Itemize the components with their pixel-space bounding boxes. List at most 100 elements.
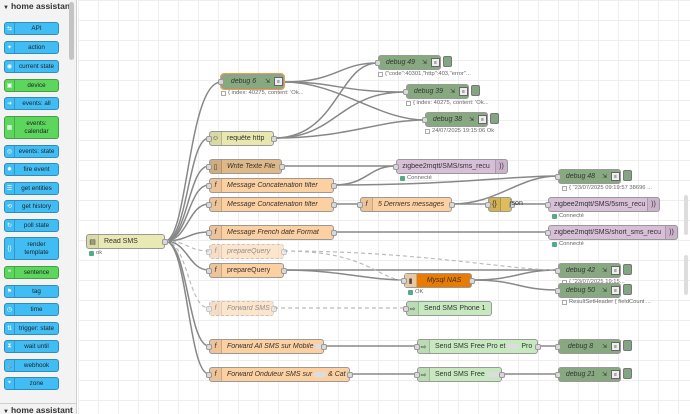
debug-38-node[interactable]: debug 38 ⇲ ≡	[422, 112, 488, 127]
debug-21-node[interactable]: debug 21 ⇲ ≡	[555, 367, 621, 382]
debug-toggle-button[interactable]	[623, 170, 632, 181]
palette-scrollbar[interactable]	[69, 2, 74, 60]
output-port[interactable]	[321, 343, 327, 350]
output-port[interactable]	[281, 248, 287, 255]
http-request-node[interactable]: ☺ requête http	[206, 131, 277, 146]
input-port[interactable]	[485, 201, 491, 208]
message-concat-filter-node[interactable]: f Message Concatenation filter	[206, 178, 337, 193]
debug-8-node[interactable]: debug 8 ⇲ ≡	[555, 339, 621, 354]
input-port[interactable]	[206, 267, 212, 274]
prepare-query-disabled-node[interactable]: f prepareQuery	[206, 244, 287, 259]
debug-50-node[interactable]: debug 50 ⇲ ≡	[555, 283, 621, 298]
palette-node-api[interactable]: ⇆API	[4, 22, 59, 35]
input-port[interactable]	[375, 59, 381, 66]
palette-node-get-history[interactable]: ⟲get history	[4, 200, 59, 213]
write-file-node[interactable]: ▯ Write Texte File	[206, 159, 285, 174]
input-port[interactable]	[206, 248, 212, 255]
input-port[interactable]	[206, 135, 212, 142]
output-port[interactable]	[331, 182, 337, 189]
palette-node-tag[interactable]: ⚑tag	[4, 285, 59, 298]
input-port[interactable]	[206, 305, 212, 312]
output-port[interactable]	[271, 135, 277, 142]
debug-toggle-button[interactable]	[490, 113, 499, 124]
flow-workspace[interactable]: ▤ Read SMS ok debug 6 ⇲ ≡ { index: 40275…	[78, 0, 690, 414]
output-port[interactable]	[499, 371, 505, 378]
output-port[interactable]	[271, 305, 277, 312]
palette-node-events-state[interactable]: ◎events: state	[4, 145, 59, 158]
debug-toggle-button[interactable]	[443, 56, 452, 67]
debug-menu-icon[interactable]: ≡	[611, 342, 620, 351]
palette-category-header[interactable]: ▼home assistant	[3, 1, 73, 11]
palette-node-webhook[interactable]: ⚓webhook	[4, 359, 59, 372]
debug-menu-icon[interactable]: ≡	[611, 266, 620, 275]
five-last-messages-node[interactable]: f 5 Derniers messages	[357, 197, 455, 212]
input-port[interactable]	[393, 163, 399, 170]
debug-6-node[interactable]: debug 6 ⇲ ≡	[218, 73, 285, 90]
input-port[interactable]	[206, 371, 212, 378]
palette-node-time[interactable]: ◷time	[4, 303, 59, 316]
palette-node-sentence[interactable]: ❝sentence	[4, 266, 59, 279]
input-port[interactable]	[545, 229, 551, 236]
input-port[interactable]	[206, 343, 212, 350]
input-port[interactable]	[206, 182, 212, 189]
input-port[interactable]	[206, 229, 212, 236]
debug-49-node[interactable]: debug 49 ⇲ ≡	[375, 55, 441, 70]
mqtt-sms-recu-node[interactable]: zigbee2mqtt/SMS/sms_recu ))	[393, 159, 508, 174]
debug-toggle-button[interactable]	[471, 85, 480, 96]
palette-node-current-state[interactable]: ◉current state	[4, 60, 59, 73]
palette-node-trigger-state[interactable]: ⇅trigger: state	[4, 322, 59, 335]
input-port[interactable]	[218, 78, 224, 85]
input-port[interactable]	[555, 371, 561, 378]
output-port[interactable]	[281, 267, 287, 274]
forward-sms-disabled-node[interactable]: f Forward SMS	[206, 301, 277, 316]
debug-toggle-button[interactable]	[623, 284, 632, 295]
debug-toggle-button[interactable]	[623, 368, 632, 379]
mysql-nas-node[interactable]: ▮ Mysql NAS	[401, 273, 475, 288]
input-port[interactable]	[545, 201, 551, 208]
debug-48-node[interactable]: debug 48 ⇲ ≡	[555, 169, 621, 184]
output-port[interactable]	[449, 201, 455, 208]
output-port[interactable]	[469, 277, 475, 284]
debug-toggle-button[interactable]	[623, 264, 632, 275]
mqtt-short-sms-node[interactable]: zigbee2mqtt/SMS/short_sms_recu ))	[545, 225, 678, 240]
debug-menu-icon[interactable]: ≡	[274, 77, 283, 86]
debug-42-node[interactable]: debug 42 ⇲ ≡	[555, 263, 621, 278]
output-port[interactable]	[279, 163, 285, 170]
output-port[interactable]	[347, 371, 353, 378]
debug-menu-icon[interactable]: ≡	[611, 286, 620, 295]
output-port[interactable]	[535, 343, 541, 350]
debug-menu-icon[interactable]: ≡	[478, 115, 487, 124]
workspace-scrollbar[interactable]	[684, 195, 688, 235]
palette-node-events-calendar[interactable]: ▦events: calendar	[4, 116, 59, 139]
send-sms-phone1-node[interactable]: ⇨ Send SMS Phone 1	[403, 301, 492, 316]
input-port[interactable]	[555, 287, 561, 294]
debug-menu-icon[interactable]: ≡	[611, 370, 620, 379]
forward-onduleur-sms-node[interactable]: f Forward Onduleur SMS sur & Cat	[206, 367, 353, 382]
input-port[interactable]	[555, 343, 561, 350]
json-node[interactable]: {}	[485, 197, 515, 212]
palette-node-device[interactable]: ▣device	[4, 79, 59, 92]
input-port[interactable]	[555, 267, 561, 274]
input-port[interactable]	[401, 277, 407, 284]
input-port[interactable]	[414, 371, 420, 378]
input-port[interactable]	[403, 88, 409, 95]
palette-category-header-bottom[interactable]: ▼home assistant	[0, 403, 76, 414]
input-port[interactable]	[206, 163, 212, 170]
prepare-query-node[interactable]: f prepareQuery	[206, 263, 287, 278]
input-port[interactable]	[555, 173, 561, 180]
read-sms-node[interactable]: ▤ Read SMS	[86, 234, 168, 249]
forward-all-sms-mobile-node[interactable]: f Forward All SMS sur Mobile	[206, 339, 327, 354]
debug-menu-icon[interactable]: ≡	[459, 87, 468, 96]
send-sms-free-node[interactable]: ⇨ Send SMS Free	[414, 367, 505, 382]
output-port[interactable]	[331, 229, 337, 236]
input-port[interactable]	[403, 305, 409, 312]
french-date-format-node[interactable]: f Message French date Format	[206, 225, 337, 240]
palette-node-action[interactable]: ✦action	[4, 41, 59, 54]
palette-node-render-template[interactable]: {}render template	[4, 237, 59, 260]
message-concat-filter-node-2[interactable]: f Message Concatenation filter	[206, 197, 337, 212]
debug-39-node[interactable]: debug 39 ⇲ ≡	[403, 84, 469, 99]
palette-node-events-all[interactable]: ➜events: all	[4, 97, 59, 110]
mqtt-5sms-recu-node[interactable]: zigbee2mqtt/SMS/5sms_recu ))	[545, 197, 660, 212]
input-port[interactable]	[206, 201, 212, 208]
workspace-scrollbar[interactable]	[684, 255, 688, 295]
